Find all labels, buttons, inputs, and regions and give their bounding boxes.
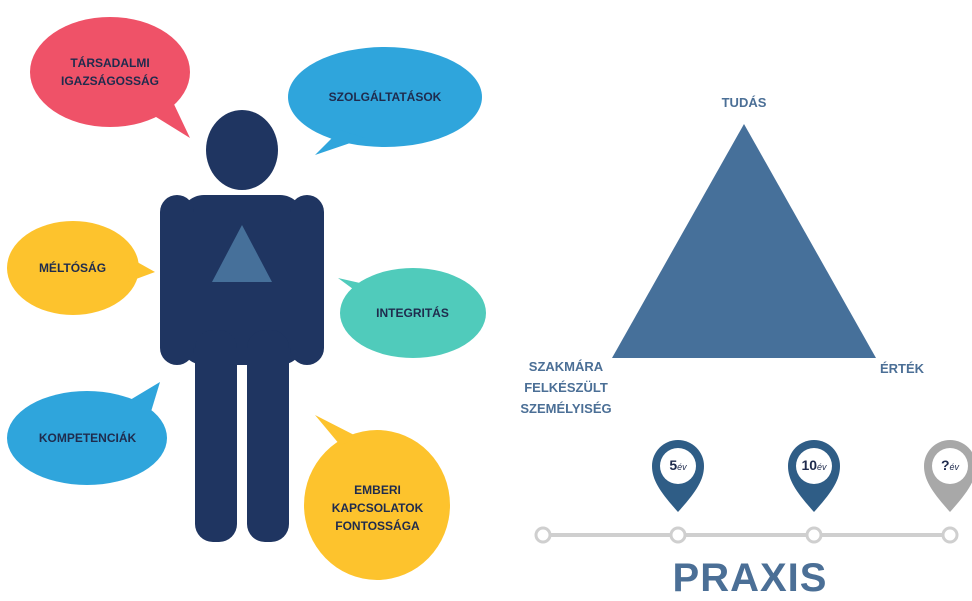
bubble-label-integrity: INTEGRITÁS <box>376 306 449 320</box>
triangle-label-left: SZAKMÁRA FELKÉSZÜLT SZEMÉLYISÉG <box>520 359 612 416</box>
timeline-node <box>669 526 687 544</box>
bubble-human-relationships <box>304 415 450 580</box>
bubble-integrity <box>338 268 486 358</box>
pin-unit: év <box>817 462 827 472</box>
bubble-label-social-justice: TÁRSADALMI IGAZSÁGOSSÁG <box>60 56 159 88</box>
timeline-node <box>941 526 959 544</box>
bubble-label-dignity: MÉLTÓSÁG <box>38 261 107 275</box>
pin-value: 10 <box>801 457 818 473</box>
triangle-label-top: TUDÁS <box>721 95 767 110</box>
pin-value: ? <box>940 457 950 473</box>
knowledge-value-triangle <box>612 124 876 358</box>
bubble-dignity <box>7 221 155 315</box>
chest-triangle-icon <box>212 225 272 282</box>
bubble-competencies <box>7 382 167 485</box>
human-figure-icon <box>160 110 324 542</box>
timeline-node <box>534 526 552 544</box>
pin-unit: év <box>677 462 687 472</box>
map-pin-icon <box>788 440 840 512</box>
triangle-label-right: ÉRTÉK <box>879 361 925 376</box>
map-pin-icon <box>924 440 972 512</box>
praxis-title: PRAXIS <box>672 556 828 600</box>
bubble-label-human-relationships: EMBERI KAPCSOLATOK FONTOSSÁGA <box>331 483 424 533</box>
pin-label-5: 5év <box>658 457 698 473</box>
pin-unit: év <box>949 462 960 472</box>
bubble-label-competencies: KOMPETENCIÁK <box>38 431 137 445</box>
map-pin-icon <box>652 440 704 512</box>
pin-label-10: 10év <box>794 457 834 473</box>
timeline-node <box>805 526 823 544</box>
bubble-services <box>288 47 482 155</box>
pin-value: 5 <box>669 457 678 473</box>
pin-label-unknown: ?év <box>930 457 970 473</box>
bubble-label-services: SZOLGÁLTATÁSOK <box>328 90 442 104</box>
bubble-social-justice <box>30 17 190 138</box>
